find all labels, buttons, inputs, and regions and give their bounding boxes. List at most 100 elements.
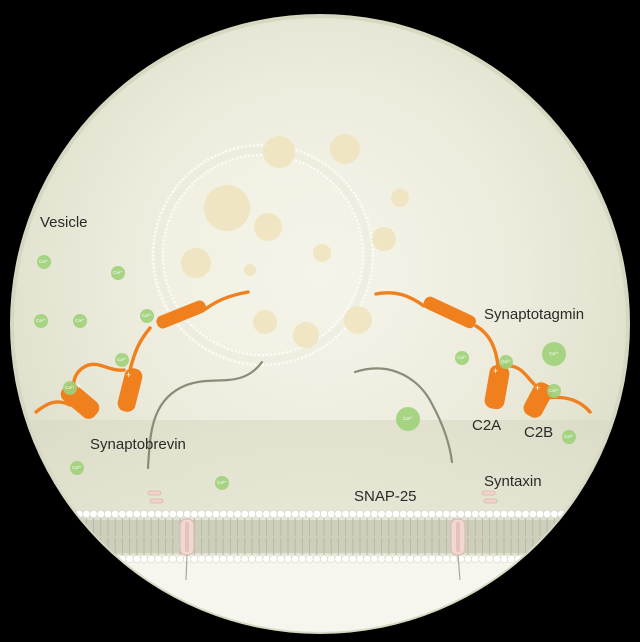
lipid-head (348, 509, 357, 519)
lipid-head (219, 554, 228, 564)
lipid-head (298, 554, 307, 564)
lipid-head (161, 554, 170, 564)
lipid-head (139, 554, 149, 564)
lipid-head (82, 509, 91, 519)
neurotransmitter-blob (372, 227, 396, 251)
lipid-head (514, 509, 523, 519)
lipid-head (24, 554, 33, 564)
calcium-ion-label: Ca²⁺ (501, 359, 511, 364)
lipid-head (427, 554, 437, 564)
label-synaptotagmin: Synaptotagmin (484, 306, 584, 323)
lipid-head (334, 554, 343, 564)
synaptotagmin-right: + + (374, 291, 592, 418)
lipid-head (226, 509, 235, 519)
calcium-ion-label: Ca²⁺ (217, 480, 227, 485)
lipid-head (435, 509, 444, 519)
lipid-head (579, 509, 588, 519)
lipid-head (197, 554, 206, 564)
lipid-head (593, 554, 602, 564)
neurotransmitter-blob (204, 185, 250, 231)
lipid-head (607, 509, 617, 519)
label-c2b: C2B (524, 424, 553, 441)
calcium-ion-label: Ca²⁺ (142, 313, 152, 318)
lipid-head (269, 554, 278, 564)
svg-text:+: + (126, 370, 131, 380)
lipid-head (67, 554, 77, 564)
lipid-head (147, 554, 156, 564)
lipid-head (39, 554, 48, 564)
calcium-ion-icon: Ca²⁺ (73, 314, 87, 328)
lipid-head (327, 509, 336, 519)
lipid-head (550, 509, 559, 519)
calcium-ion-label: Ca²⁺ (36, 318, 46, 323)
lipid-head (413, 554, 422, 564)
calcium-ion-label: Ca²⁺ (403, 416, 413, 421)
lipid-head (363, 554, 372, 564)
calcium-ion-icon: Ca²⁺ (115, 353, 129, 367)
svg-text:+: + (76, 381, 81, 391)
lipid-head (478, 509, 487, 519)
lipid-head (543, 509, 552, 519)
lipid-head (60, 554, 69, 564)
lipid-head (593, 509, 602, 519)
lipid-head (53, 509, 62, 519)
lipid-head (499, 509, 509, 519)
lipid-head (478, 554, 487, 564)
neurotransmitter-blob (244, 264, 256, 276)
lipid-head (543, 554, 552, 564)
lipid-head (12, 554, 19, 564)
lipid-head (3, 555, 11, 563)
lipid-head (564, 554, 573, 564)
membrane-channel-icon (179, 518, 466, 581)
lipid-head (507, 554, 516, 564)
lipid-head (579, 554, 588, 564)
lipid-head (3, 510, 11, 518)
syntaxin-helix (147, 490, 498, 504)
lipid-head (463, 509, 473, 519)
calcium-ion-label: Ca²⁺ (457, 355, 467, 360)
lipid-head (377, 554, 386, 564)
lipid-head (0, 510, 4, 518)
neurotransmitter-blob (181, 248, 211, 278)
lipid-head (413, 509, 422, 519)
lipid-head (125, 509, 134, 519)
lipid-head (276, 554, 285, 564)
lipid-head (420, 554, 429, 564)
lipid-head (233, 509, 242, 519)
lipid-head (183, 509, 192, 519)
neurotransmitter-blob (263, 136, 295, 168)
lipid-head (147, 509, 156, 519)
lipid-head (456, 509, 465, 519)
lipid-head (600, 509, 609, 519)
lipid-head (204, 509, 213, 519)
calcium-ion-icon: Ca²⁺ (542, 342, 566, 366)
lipid-head (442, 554, 451, 564)
snare-complex (146, 360, 454, 470)
lipid-head (499, 554, 509, 564)
lipid-head (341, 509, 350, 519)
neurotransmitter-blob (344, 306, 372, 334)
lipid-head (291, 509, 300, 519)
calcium-ion-icon: Ca²⁺ (111, 266, 125, 280)
lipid-head (463, 554, 473, 564)
calcium-ions: Ca²⁺ Ca²⁺ Ca²⁺ Ca²⁺ Ca²⁺ Ca²⁺ Ca²⁺ Ca²⁺ Ca²⁺ Ca²⁺… (34, 255, 576, 490)
lipid-head (283, 554, 293, 564)
calcium-ion-icon: Ca²⁺ (70, 461, 84, 475)
lipid-head (528, 554, 537, 564)
lipid-head (103, 554, 113, 564)
lipid-head (111, 509, 120, 519)
lipid-head (17, 554, 26, 564)
lipid-head (103, 509, 113, 519)
calcium-ion-icon: Ca²⁺ (37, 255, 51, 269)
lipid-head (255, 554, 264, 564)
label-c2a: C2A (472, 417, 501, 434)
lipid-head (96, 509, 105, 519)
lipid-head (334, 509, 343, 519)
lipid-head (197, 509, 206, 519)
lipid-head (132, 509, 141, 519)
lipid-head (600, 554, 609, 564)
syntaxin-strand (353, 367, 454, 464)
lipid-head (269, 509, 278, 519)
